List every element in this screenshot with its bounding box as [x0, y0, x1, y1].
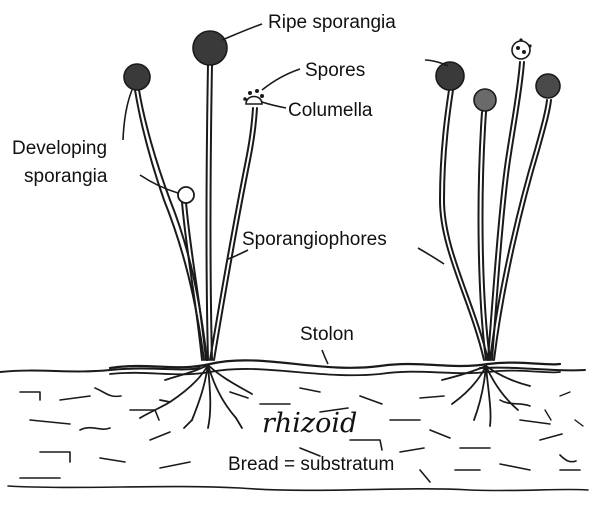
label-columella: Columella — [288, 100, 373, 121]
sporangium-right-far — [536, 74, 560, 98]
label-sporangiophores: Sporangiophores — [242, 229, 387, 250]
sporangium-right-small — [474, 89, 496, 111]
ripe-sporangium-left — [124, 64, 150, 90]
label-rhizoid: rhizoid — [262, 408, 357, 439]
ripe-sporangium-right — [436, 62, 464, 90]
label-substratum: Bread = substratum — [228, 454, 394, 475]
sporangiophores-right — [440, 62, 551, 360]
ripe-sporangium-large — [193, 31, 227, 65]
leader-lines — [123, 24, 448, 364]
columella — [243, 89, 264, 104]
label-developing-line1: Developing — [12, 138, 107, 159]
label-stolon: Stolon — [300, 324, 354, 345]
label-spores: Spores — [305, 60, 365, 81]
label-developing-line2: sporangia — [24, 166, 108, 187]
rhizoids-right — [442, 366, 530, 426]
developing-sporangium — [178, 187, 194, 203]
label-ripe-sporangia: Ripe sporangia — [268, 12, 396, 33]
open-sporangium — [512, 38, 532, 59]
sporangiophores-left — [135, 64, 257, 360]
